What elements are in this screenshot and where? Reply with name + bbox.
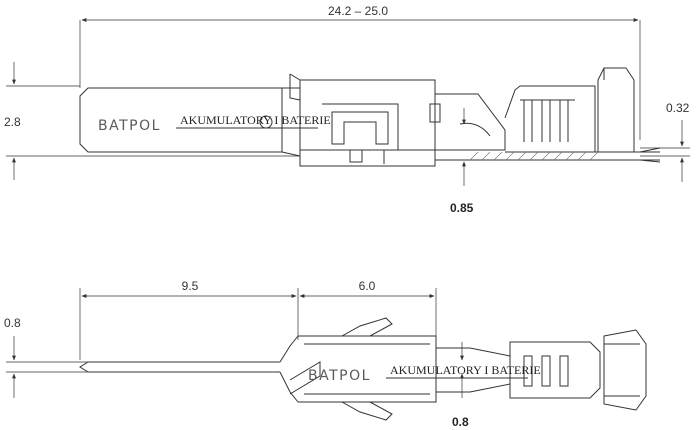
body-length-label: 6.0 bbox=[359, 279, 376, 293]
bottom-body-taper bbox=[279, 335, 299, 403]
overall-length-label: 24.2 – 25.0 bbox=[328, 4, 388, 18]
bottom-body-inner bbox=[304, 343, 430, 395]
bottom-transition bbox=[436, 347, 511, 393]
locking-lance bbox=[331, 111, 389, 145]
watermark-brand-top: BATPOL bbox=[98, 118, 161, 134]
pin-thickness-label: 0.8 bbox=[4, 316, 21, 330]
bottom-view bbox=[6, 288, 647, 421]
contact-body bbox=[299, 79, 436, 167]
transition-curve bbox=[459, 122, 491, 137]
bottom-offset-label: 0.8 bbox=[452, 415, 469, 429]
bottom-insulation-crimp bbox=[603, 329, 647, 411]
spring-bottom bbox=[341, 401, 393, 421]
insulation-crimp bbox=[597, 67, 635, 152]
body-tab bbox=[289, 73, 301, 81]
bottom-body bbox=[298, 335, 437, 403]
blade-step-bottom bbox=[281, 151, 301, 157]
crimp-offset-label: 0.85 bbox=[450, 201, 474, 215]
top-view bbox=[6, 18, 690, 186]
base-strip-end bbox=[639, 147, 661, 163]
watermark-brand-bottom: BATPOL bbox=[308, 368, 371, 384]
pin-length-label: 9.5 bbox=[182, 279, 199, 293]
thickness-label: 0.32 bbox=[666, 101, 690, 115]
base-hatching bbox=[469, 151, 599, 161]
body-notch-bottom bbox=[349, 150, 363, 163]
watermark-tagline-bottom: AKUMULATORY I BATERIE bbox=[390, 363, 541, 377]
bottom-latch bbox=[289, 361, 321, 395]
bottom-rib-3 bbox=[559, 355, 569, 387]
watermark-tagline-top: AKUMULATORY I BATERIE bbox=[180, 113, 331, 127]
bottom-rib-1 bbox=[523, 355, 533, 387]
height-label: 2.8 bbox=[4, 115, 21, 129]
transition-top bbox=[435, 93, 506, 151]
bottom-conductor-crimp bbox=[509, 341, 601, 399]
spring-top bbox=[341, 317, 393, 337]
body-window-outer bbox=[322, 103, 399, 150]
body-tab-front bbox=[289, 74, 301, 101]
pin-outline bbox=[79, 361, 280, 373]
bottom-rib-2 bbox=[541, 355, 551, 387]
body-side-tab bbox=[429, 103, 441, 123]
